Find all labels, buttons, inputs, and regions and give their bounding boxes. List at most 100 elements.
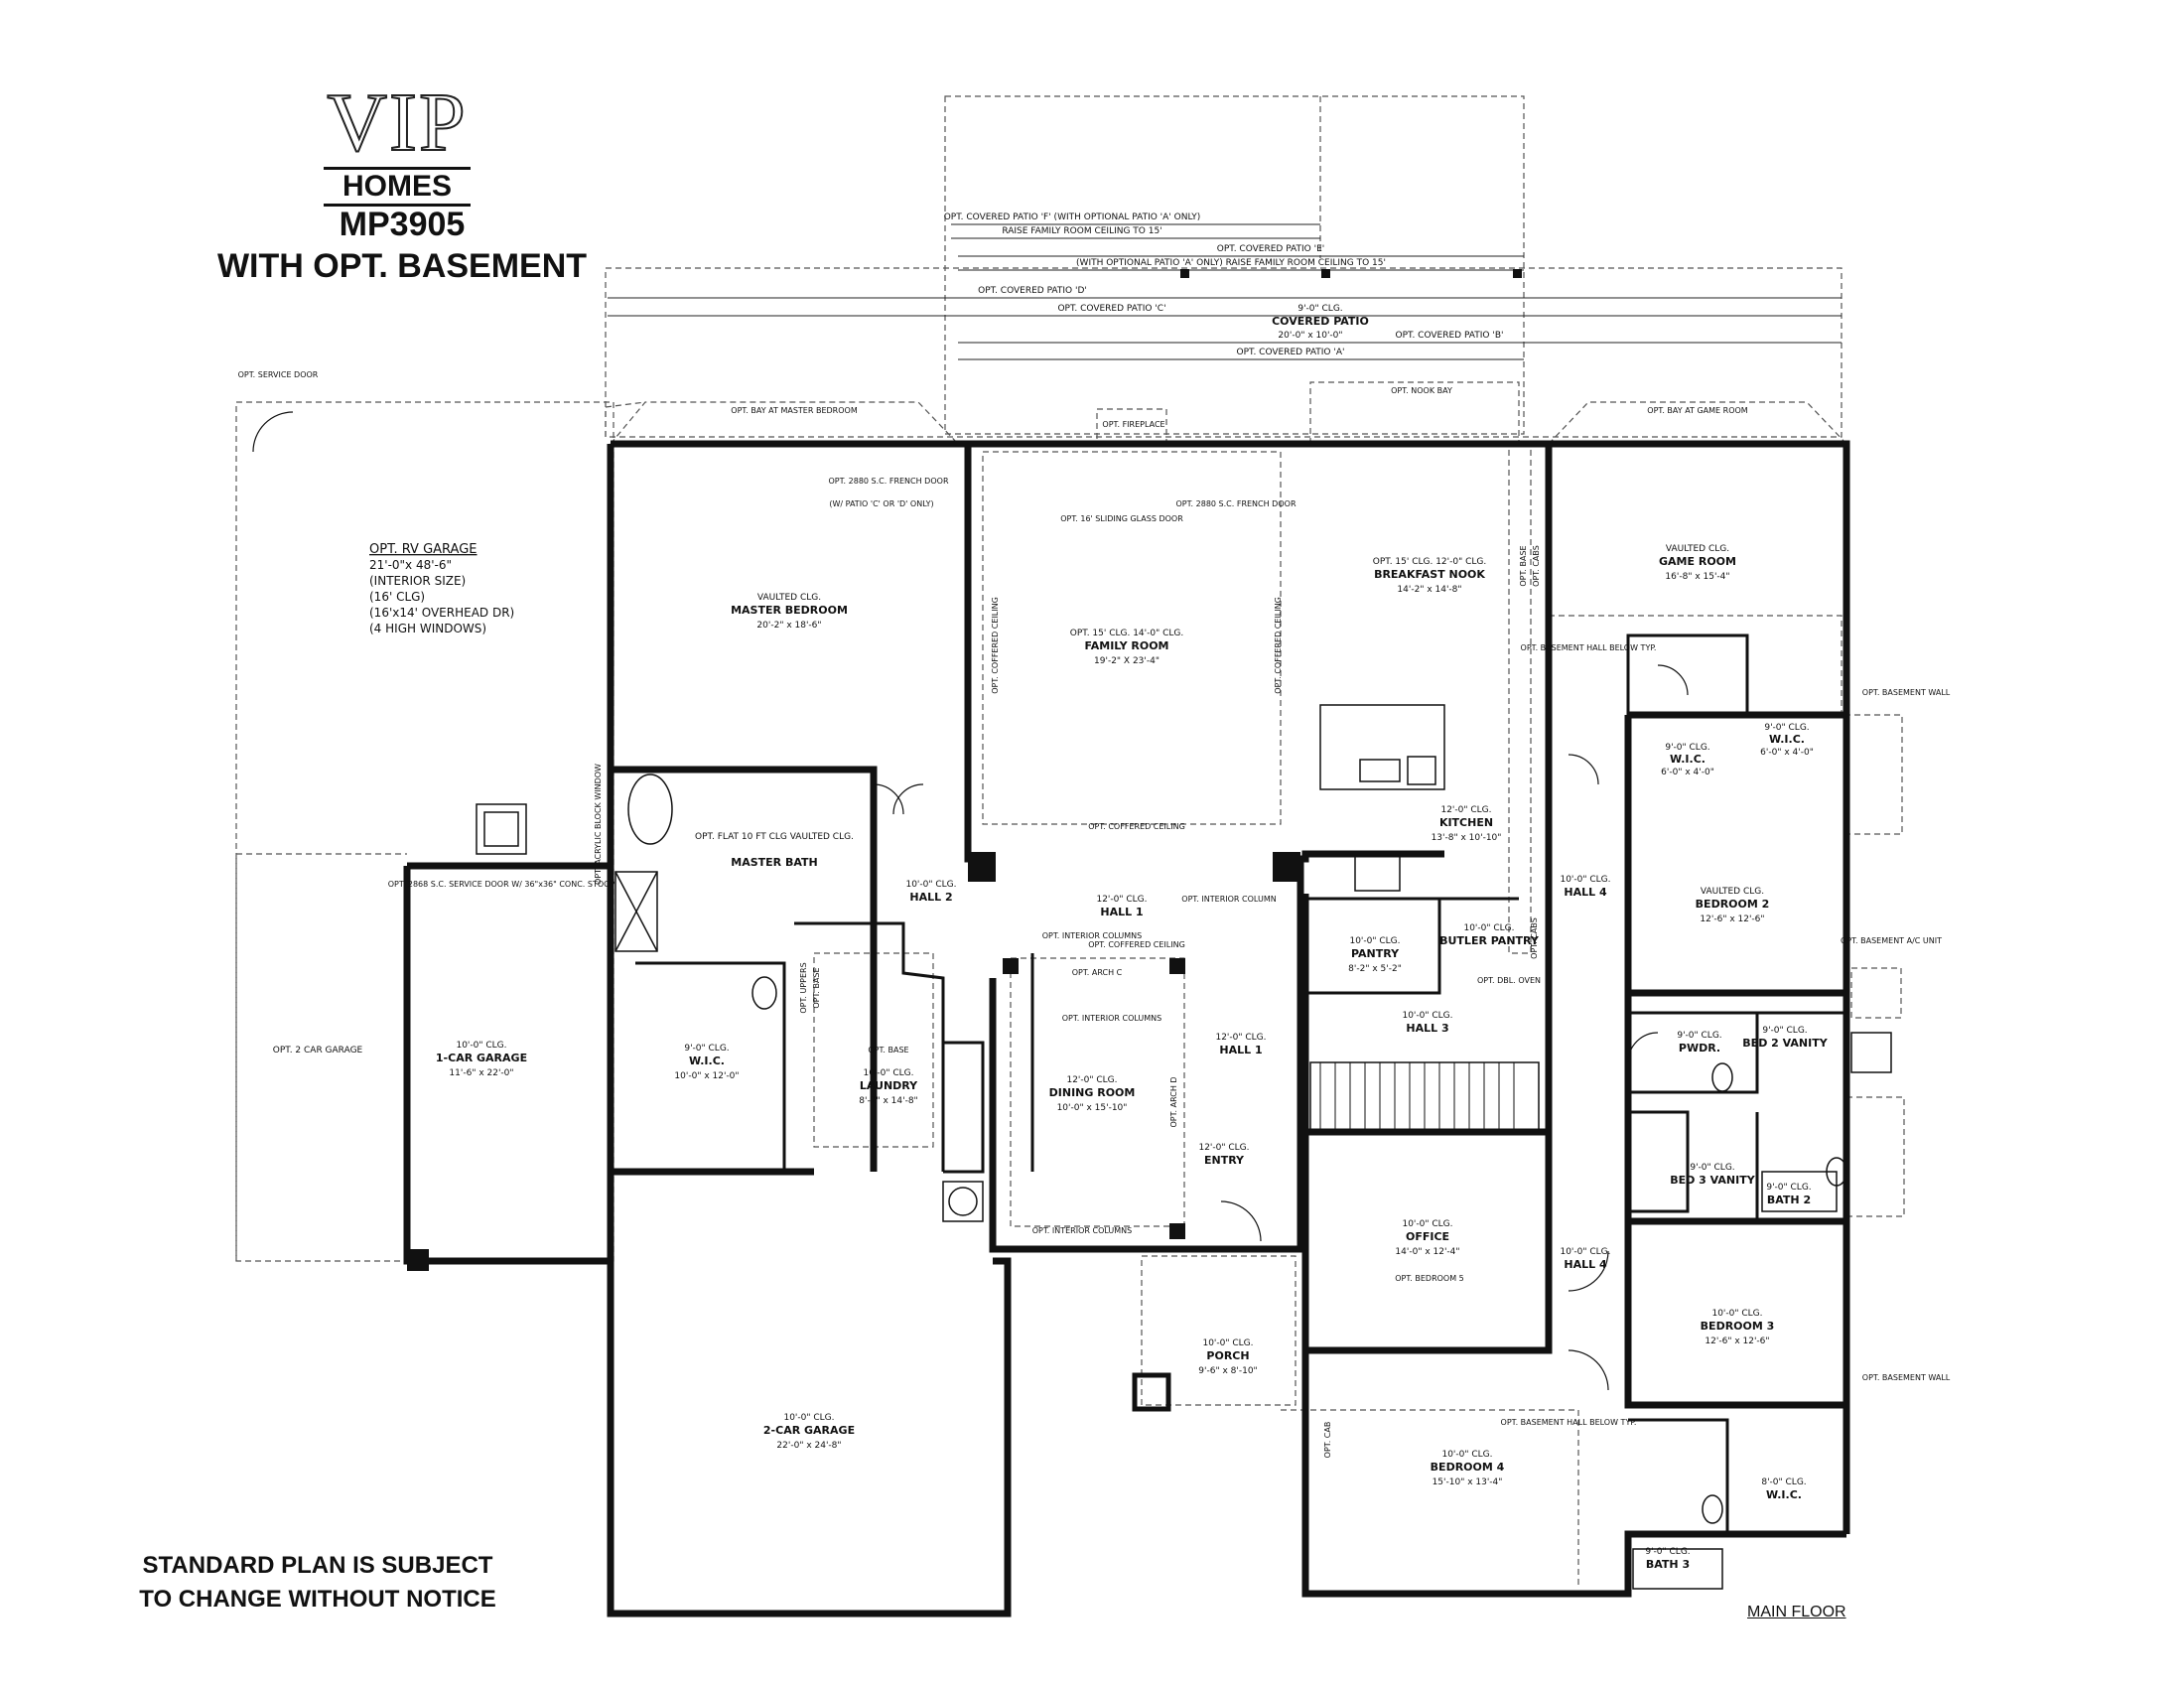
door-swing-hall2-b — [892, 783, 924, 815]
note-opt-cab: OPT. CAB — [1323, 1422, 1332, 1459]
opt-bsmt-hall-outline — [1549, 615, 1843, 715]
rv-garage-line-1: 21'-0"x 48'-6" — [369, 558, 452, 572]
hall1a-clg: 12'-0" CLG. — [1096, 895, 1147, 905]
note-bsmt-wall-2: OPT. BASEMENT WALL — [1862, 1373, 1951, 1382]
bath3-tub-icon — [1632, 1548, 1723, 1590]
patio-dimension-labels: OPT. COVERED PATIO 'F' (WITH OPTIONAL PA… — [944, 212, 1504, 357]
bed3vanity-clg: 9'-0" CLG. — [1690, 1163, 1734, 1173]
room-master-bedroom-clg: VAULTED CLG. — [757, 593, 821, 603]
patio-name: COVERED PATIO — [1272, 315, 1369, 328]
note-coffered-vert-1: OPT. COFFERED CEILING — [991, 597, 1000, 694]
wic4-clg: 8'-0" CLG. — [1761, 1477, 1806, 1487]
opt-cab-outline — [1508, 441, 1532, 954]
note-coffered-vert-3: OPT. COFFERED CEILING — [1274, 597, 1283, 694]
note-coffered-2: OPT. COFFERED CEILING — [1088, 940, 1185, 949]
wic3-clg: 9'-0" CLG. — [1764, 723, 1809, 733]
bed3vanity-name: BED 3 VANITY — [1670, 1174, 1755, 1187]
hall4a-clg: 10'-0" CLG. — [1560, 875, 1610, 885]
wall-south-east — [1301, 1132, 1846, 1598]
plan-title: MP3905 WITH OPT. BASEMENT — [189, 204, 615, 287]
wic3-name: W.I.C. — [1769, 733, 1805, 746]
room-family-room-clg: OPT. 15' CLG. 14'-0" CLG. — [1070, 629, 1183, 638]
wic2-clg: 9'-0" CLG. — [1665, 743, 1709, 753]
hall2-clg: 10'-0" CLG. — [905, 880, 956, 890]
note-fireplace: OPT. FIREPLACE — [1102, 420, 1164, 429]
rv-garage-line-5: (4 HIGH WINDOWS) — [369, 622, 486, 635]
room-bedroom-3-clg: 10'-0" CLG. — [1711, 1309, 1762, 1319]
room-bedroom-4-clg: 10'-0" CLG. — [1441, 1450, 1492, 1460]
rv-garage-line-2: (INTERIOR SIZE) — [369, 574, 466, 588]
wall-2car-garage — [607, 1172, 1012, 1618]
door-swings — [252, 411, 1689, 1391]
room-1car-garage-name: 1-CAR GARAGE — [436, 1052, 527, 1064]
hall4a-name: HALL 4 — [1564, 886, 1607, 899]
thin-walls — [635, 633, 1846, 1534]
wall-east — [1549, 440, 1850, 1534]
bath2-tub-icon — [1761, 1171, 1838, 1212]
stoop-inner — [483, 811, 519, 847]
door-swing-bed3 — [1568, 1250, 1609, 1292]
room-bedroom-2-clg: VAULTED CLG. — [1701, 887, 1764, 897]
hall4b-clg: 10'-0" CLG. — [1560, 1247, 1610, 1257]
logo-brand: VIP — [326, 76, 468, 169]
room-breakfast-nook-size: 14'-2" x 14'-8" — [1397, 585, 1461, 595]
cooktop-icon — [1407, 756, 1436, 785]
dim-label-patio-f: OPT. COVERED PATIO 'F' (WITH OPTIONAL PA… — [944, 212, 1201, 222]
room-1car-garage-clg: 10'-0" CLG. — [456, 1041, 506, 1051]
room-bedroom-4-name: BEDROOM 4 — [1431, 1461, 1505, 1474]
dim-label-patio-a: OPT. COVERED PATIO 'A' — [1237, 348, 1345, 357]
room-breakfast-nook-name: BREAKFAST NOOK — [1374, 568, 1485, 581]
room-pantry-size: 8'-2" x 5'-2" — [1348, 964, 1402, 974]
note-int-col-4: OPT. INTERIOR COLUMNS — [1032, 1226, 1133, 1235]
column-dining-se — [1169, 1223, 1185, 1239]
wic3-size: 6'-0" x 4'-0" — [1760, 748, 1814, 758]
rv-garage-title: OPT. RV GARAGE — [369, 542, 478, 557]
opt-nook-bay-outline — [1309, 381, 1520, 444]
dim-label-patio-c: OPT. COVERED PATIO 'C' — [1057, 304, 1165, 314]
bath3-clg: 9'-0" CLG. — [1645, 1547, 1690, 1557]
note-bsmt-hall-2: OPT. BASEMENT HALL BELOW TYP. — [1501, 1418, 1637, 1427]
bath2-name: BATH 2 — [1767, 1194, 1811, 1206]
hall3-name: HALL 3 — [1406, 1022, 1448, 1035]
wic4-name: W.I.C. — [1766, 1488, 1802, 1501]
walls — [403, 440, 1850, 1618]
room-kitchen-clg: 12'-0" CLG. — [1440, 805, 1491, 815]
bed2vanity-clg: 9'-0" CLG. — [1762, 1026, 1807, 1036]
note-bsmt-ac: OPT. BASEMENT A/C UNIT — [1841, 936, 1942, 945]
note-int-col-2: OPT. INTERIOR COLUMNS — [1042, 931, 1143, 940]
small-room-labels: 10'-0" CLG. HALL 2 12'-0" CLG. HALL 1 12… — [273, 723, 1829, 1571]
coffered-ceiling-outline — [982, 451, 1282, 825]
room-master-bedroom-size: 20'-2" x 18'-6" — [756, 621, 821, 631]
stoop-box — [476, 803, 527, 855]
dim-label-patio-b: OPT. COVERED PATIO 'B' — [1396, 331, 1504, 341]
note-french-2: OPT. 2880 S.C. FRENCH DOOR — [1176, 499, 1297, 508]
room-2car-garage-clg: 10'-0" CLG. — [783, 1413, 834, 1423]
room-office-clg: 10'-0" CLG. — [1402, 1219, 1452, 1229]
opt-patio-f-outline — [944, 95, 1525, 435]
kitchen-island — [1319, 704, 1445, 790]
note-arch-d: OPT. ARCH D — [1169, 1076, 1178, 1127]
opt-bsmt-wall-window — [1843, 714, 1903, 835]
room-labels: VAULTED CLG. MASTER BEDROOM 20'-2" x 18'… — [436, 544, 1774, 1487]
note-french-1: OPT. 2880 S.C. FRENCH DOOR — [829, 477, 949, 486]
shower-icon — [614, 871, 658, 952]
hall1b-name: HALL 1 — [1219, 1044, 1262, 1056]
opt-bay-master-edge — [605, 401, 646, 437]
room-family-room-size: 19'-2" X 23'-4" — [1094, 656, 1160, 666]
room-game-room-size: 16'-8" x 15'-4" — [1665, 572, 1729, 582]
optional-outlines — [235, 95, 1905, 1589]
opt-bedroom-5: OPT. BEDROOM 5 — [1395, 1274, 1464, 1283]
room-bedroom-2-size: 12'-6" x 12'-6" — [1700, 914, 1764, 924]
room-wic-name: W.I.C. — [689, 1055, 725, 1067]
room-butler-name: BUTLER PANTRY — [1439, 934, 1540, 947]
wall-kitchen-south — [1300, 850, 1444, 863]
master-tub-icon — [627, 774, 673, 845]
wic2-name: W.I.C. — [1670, 753, 1706, 766]
wall-pwdr — [1628, 1011, 1759, 1094]
note-int-col-1: OPT. INTERIOR COLUMN — [1181, 895, 1276, 904]
patio-posts — [1180, 269, 1522, 278]
room-pantry-clg: 10'-0" CLG. — [1349, 936, 1400, 946]
porch-post — [1132, 1372, 1171, 1412]
note-arch-c: OPT. ARCH C — [1072, 968, 1123, 977]
